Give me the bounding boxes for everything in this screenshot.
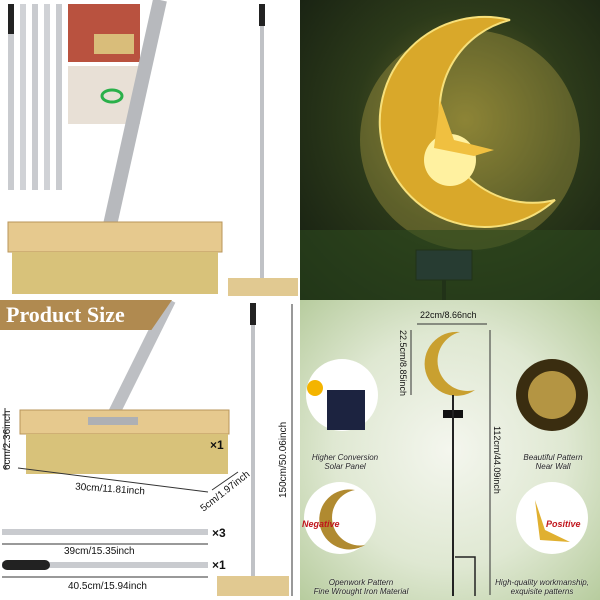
brush-height-label: 6cm/2.36inch	[2, 410, 13, 470]
light-dimension-diagram	[304, 323, 588, 596]
handle-qty: ×1	[212, 558, 226, 572]
feature-caption-workmanship: High-quality workmanship, exquisite patt…	[495, 578, 589, 596]
moon-fairy-illustration	[300, 15, 600, 300]
brush-qty: ×1	[210, 438, 224, 452]
solar-light-night-photo	[300, 0, 600, 300]
pole-qty: ×3	[212, 526, 226, 540]
total-height-label: 112cm/44.09inch	[492, 426, 502, 494]
product-size-banner: Product Size	[0, 300, 172, 330]
broom-product-photo	[0, 0, 300, 300]
banner-title: Product Size	[6, 302, 125, 327]
broom-illustration	[7, 0, 298, 296]
width-label: 22cm/8.66nch	[420, 310, 477, 320]
total-length-label: 150cm/50.06inch	[278, 421, 289, 498]
product-size-panel: Product Size 6cm/2.36inch 30cm/11.81inch…	[0, 300, 300, 600]
positive-tag: Positive	[546, 519, 581, 529]
feature-negative-image	[304, 482, 376, 554]
pole-length-label: 39cm/15.35inch	[64, 546, 135, 557]
moon-height-label: 22.5cm/8.85inch	[398, 330, 408, 397]
size-diagram	[2, 300, 293, 596]
light-specs-panel: 22cm/8.66nch 22.5cm/8.85inch 112cm/44.09…	[300, 300, 600, 600]
feature-positive-image	[516, 482, 588, 554]
feature-caption-openwork: Openwork Pattern Fine Wrought Iron Mater…	[313, 578, 409, 596]
feature-caption-solar: Higher Conversion Solar Panel	[311, 453, 379, 471]
feature-caption-wall: Beautiful Pattern Near Wall	[523, 453, 583, 471]
negative-tag: Negative	[302, 519, 340, 529]
extension-poles	[8, 4, 62, 190]
handle-length-label: 40.5cm/15.94inch	[68, 581, 147, 592]
